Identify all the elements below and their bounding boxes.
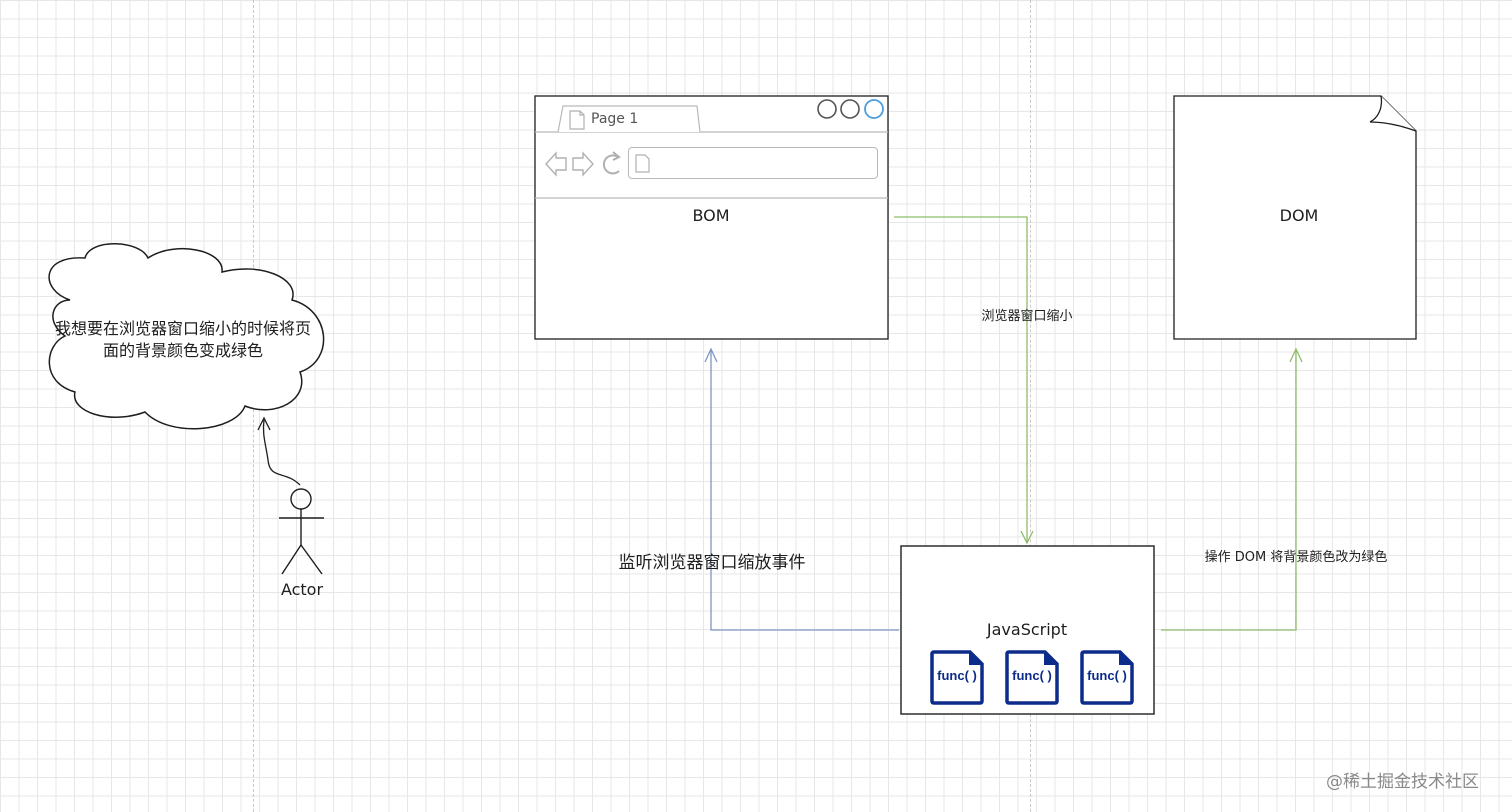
bom-to-js-arrow[interactable]: [894, 216, 1028, 543]
document-icon: [635, 154, 650, 173]
forward-arrow-icon[interactable]: [572, 151, 594, 177]
actor-figure[interactable]: [279, 488, 324, 575]
cloud-text: 我想要在浏览器窗口缩小的时候将页 面的背景颜色变成绿色: [55, 318, 311, 362]
file-icon: [1080, 650, 1134, 705]
page-icon: [569, 110, 585, 130]
reload-icon[interactable]: [602, 151, 621, 175]
func-card[interactable]: func( ): [930, 650, 984, 705]
func-label: func( ): [1012, 668, 1052, 683]
browser-window[interactable]: [534, 95, 889, 340]
arrow-head: [1020, 530, 1034, 545]
bom-to-js-label: 浏览器窗口缩小: [981, 309, 1073, 324]
watermark: @稀土掘金技术社区: [1326, 772, 1479, 792]
file-icon: [1005, 650, 1059, 705]
window-button-maximize[interactable]: [840, 99, 860, 119]
js-to-bom-arrow[interactable]: [710, 350, 899, 631]
cloud-text-line-2: 面的背景颜色变成绿色: [102, 341, 264, 360]
dom-title: DOM: [1279, 206, 1319, 225]
arrow-head: [704, 347, 718, 363]
cloud-shape[interactable]: [48, 243, 325, 430]
address-bar[interactable]: [628, 147, 878, 179]
javascript-title: JavaScript: [986, 620, 1068, 639]
js-to-dom-arrow[interactable]: [1161, 350, 1297, 631]
cloud-text-line-1: 我想要在浏览器窗口缩小的时候将页: [54, 319, 312, 338]
bom-title: BOM: [692, 206, 730, 225]
actor-label: Actor: [280, 580, 324, 599]
dom-page[interactable]: [1173, 95, 1417, 340]
window-button-close[interactable]: [864, 99, 884, 119]
func-card[interactable]: func( ): [1005, 650, 1059, 705]
js-to-dom-label: 操作 DOM 将背景颜色改为绿色: [1204, 550, 1388, 565]
func-label: func( ): [1087, 668, 1127, 683]
func-label: func( ): [937, 668, 977, 683]
guide-line: [1030, 0, 1031, 812]
js-to-bom-label: 监听浏览器窗口缩放事件: [618, 553, 806, 573]
file-icon: [930, 650, 984, 705]
window-button-minimize[interactable]: [817, 99, 837, 119]
arrow-head: [257, 416, 271, 431]
actor-to-cloud-arrow[interactable]: [262, 419, 301, 486]
arrow-head: [1289, 347, 1303, 363]
back-arrow-icon[interactable]: [545, 151, 567, 177]
tab-label[interactable]: Page 1: [591, 111, 639, 127]
func-card[interactable]: func( ): [1080, 650, 1134, 705]
